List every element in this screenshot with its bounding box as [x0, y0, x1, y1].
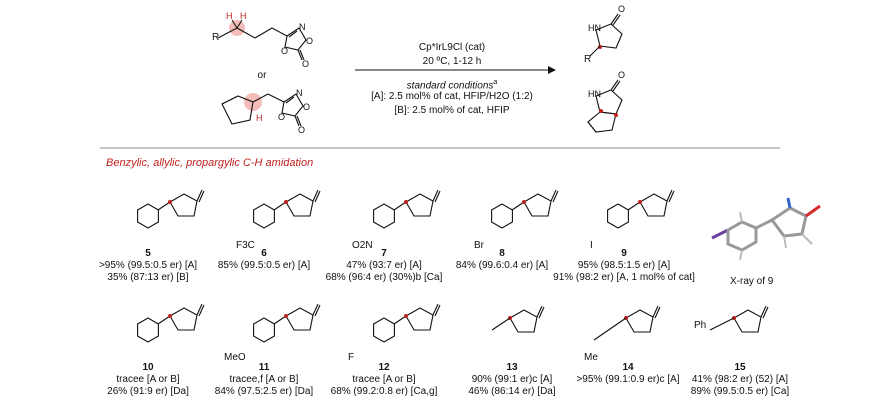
- arrow-head: [548, 66, 556, 74]
- compound-6-yield-1: 85% (99.5:0.5 er) [A]: [217, 260, 311, 271]
- atom-r-substrate: R: [212, 32, 220, 43]
- structure-6: [253, 189, 321, 229]
- compound-11-yield-2: 84% (97.5:2.5 er) [Da]: [214, 386, 314, 397]
- atom-o-substrate-2c: O: [298, 125, 306, 135]
- atom-o-substrate-2b: O: [278, 112, 286, 122]
- compound-15-yield-1: 41% (98:2 er) (52) [A]: [691, 374, 789, 385]
- condition-a-label: [A]: 2.5 mol% of cat, HFIP/H2O (1:2): [371, 91, 533, 102]
- compound-5-yield-2: 35% (87:13 er) [B]: [107, 272, 189, 283]
- compound-number-5: 5: [145, 248, 151, 259]
- atom-o-product-2: O: [618, 70, 626, 80]
- atom-hn-product-1: HN: [588, 23, 601, 33]
- substrate-linear: [217, 19, 307, 61]
- structure-14: [624, 305, 661, 333]
- compound-number-12: 12: [378, 362, 390, 373]
- compound-number-10: 10: [142, 362, 154, 373]
- structure-13: [508, 305, 545, 333]
- alkyne-bond-14: [593, 317, 627, 341]
- substituent-8: Br: [474, 240, 484, 251]
- structure-15: [732, 305, 769, 333]
- structure-9: [607, 189, 675, 229]
- standard-conditions-label: standard conditionsa: [406, 79, 498, 92]
- structure-12: [373, 303, 441, 343]
- xray-label: X-ray of 9: [730, 276, 774, 287]
- substituent-12: F: [348, 352, 355, 363]
- reagent-label: Cp*IrL9Cl (cat): [418, 42, 486, 53]
- compound-12-yield-2: 68% (99.2:0.8 er) [Ca,g]: [330, 386, 438, 397]
- compound-8-yield-1: 84% (99.6:0.4 er) [A]: [455, 260, 549, 271]
- substituent-6: F3C: [236, 240, 255, 251]
- substituent-7: O2N: [352, 240, 373, 251]
- compound-13-yield-2: 46% (86:14 er) [Da]: [468, 386, 556, 397]
- scope-row-2: [137, 303, 769, 343]
- structure-11-ring: [284, 303, 321, 331]
- structure-10: [137, 303, 205, 343]
- structure-10-ring: [168, 303, 205, 331]
- xray-structure: [711, 197, 821, 261]
- compound-number-8: 8: [499, 248, 505, 259]
- condition-b-label: [B]: 2.5 mol% of cat, HFIP: [394, 105, 510, 116]
- compound-12-yield-1: tracee [A or B]: [352, 374, 416, 385]
- section-title: Benzylic, allylic, propargylic C-H amida…: [106, 157, 314, 169]
- compound-number-9: 9: [621, 248, 627, 259]
- substituent-14: Me: [584, 352, 598, 363]
- structure-12-ring: [404, 303, 441, 331]
- compound-10-yield-1: tracee [A or B]: [116, 374, 180, 385]
- compound-number-11: 11: [258, 362, 270, 373]
- atom-h-1: H: [226, 11, 233, 21]
- compound-number-15: 15: [734, 362, 746, 373]
- atom-o-substrate-1b: O: [281, 46, 289, 56]
- scope-row-1: [137, 189, 675, 229]
- compound-number-6: 6: [261, 248, 267, 259]
- vinyl-bond: [491, 317, 511, 331]
- compound-5-yield-1: >95% (99.5:0.5 er) [A]: [98, 260, 198, 271]
- structure-8-ring: [522, 189, 559, 217]
- compound-number-13: 13: [506, 362, 518, 373]
- substituent-11: MeO: [224, 352, 246, 363]
- structure-6-ring: [284, 189, 321, 217]
- compound-number-14: 14: [622, 362, 634, 373]
- structure-5-ring: [168, 189, 205, 217]
- structure-11: [253, 303, 321, 343]
- substituent-9: I: [590, 240, 593, 251]
- product-lactam-1: [589, 13, 623, 57]
- temp-time-label: 20 ºC, 1-12 h: [422, 56, 482, 67]
- structure-5: [137, 189, 205, 229]
- structure-8: [491, 189, 559, 229]
- or-label: or: [257, 70, 267, 81]
- compound-11-yield-1: tracee,f [A or B]: [229, 374, 299, 385]
- compound-15-yield-2: 89% (99.5:0.5 er) [Ca]: [690, 386, 790, 397]
- atom-r-product: R: [584, 54, 592, 65]
- compound-9-yield-1: 95% (98.5:1.5 er) [A]: [577, 260, 671, 271]
- atom-n-substrate-1: N: [299, 22, 306, 32]
- atom-o-substrate-1c: O: [302, 59, 310, 69]
- atom-h-2: H: [240, 11, 247, 21]
- structure-7-ring: [404, 189, 441, 217]
- atom-n-substrate-2: N: [296, 88, 303, 98]
- atom-o-substrate-2a: O: [303, 102, 311, 112]
- substituent-15: Ph: [694, 320, 707, 331]
- compound-10-yield-2: 26% (91:9 er) [Da]: [107, 386, 189, 397]
- compound-7-yield-1: 47% (93:7 er) [A]: [346, 260, 422, 271]
- substrate-bicyclic: [221, 93, 304, 127]
- compound-7-yield-2: 68% (96:4 er) (30%)b [Ca]: [325, 272, 443, 283]
- alkyne-bond-15: [709, 317, 735, 331]
- atom-h-3: H: [256, 113, 263, 123]
- atom-o-product-1: O: [618, 4, 626, 14]
- structure-7: [373, 189, 441, 229]
- compound-14-yield-1: >95% (99.1:0.9 er)c [A]: [576, 374, 680, 385]
- compound-9-yield-2: 91% (98:2 er) [A, 1 mol% of cat]: [553, 272, 695, 283]
- product-lactam-2: [587, 79, 623, 133]
- atom-hn-product-2: HN: [588, 89, 601, 99]
- compound-13-yield-1: 90% (99:1 er)c [A]: [471, 374, 553, 385]
- compound-number-7: 7: [381, 248, 387, 259]
- atom-o-substrate-1a: O: [306, 36, 314, 46]
- structure-9-ring: [638, 189, 675, 217]
